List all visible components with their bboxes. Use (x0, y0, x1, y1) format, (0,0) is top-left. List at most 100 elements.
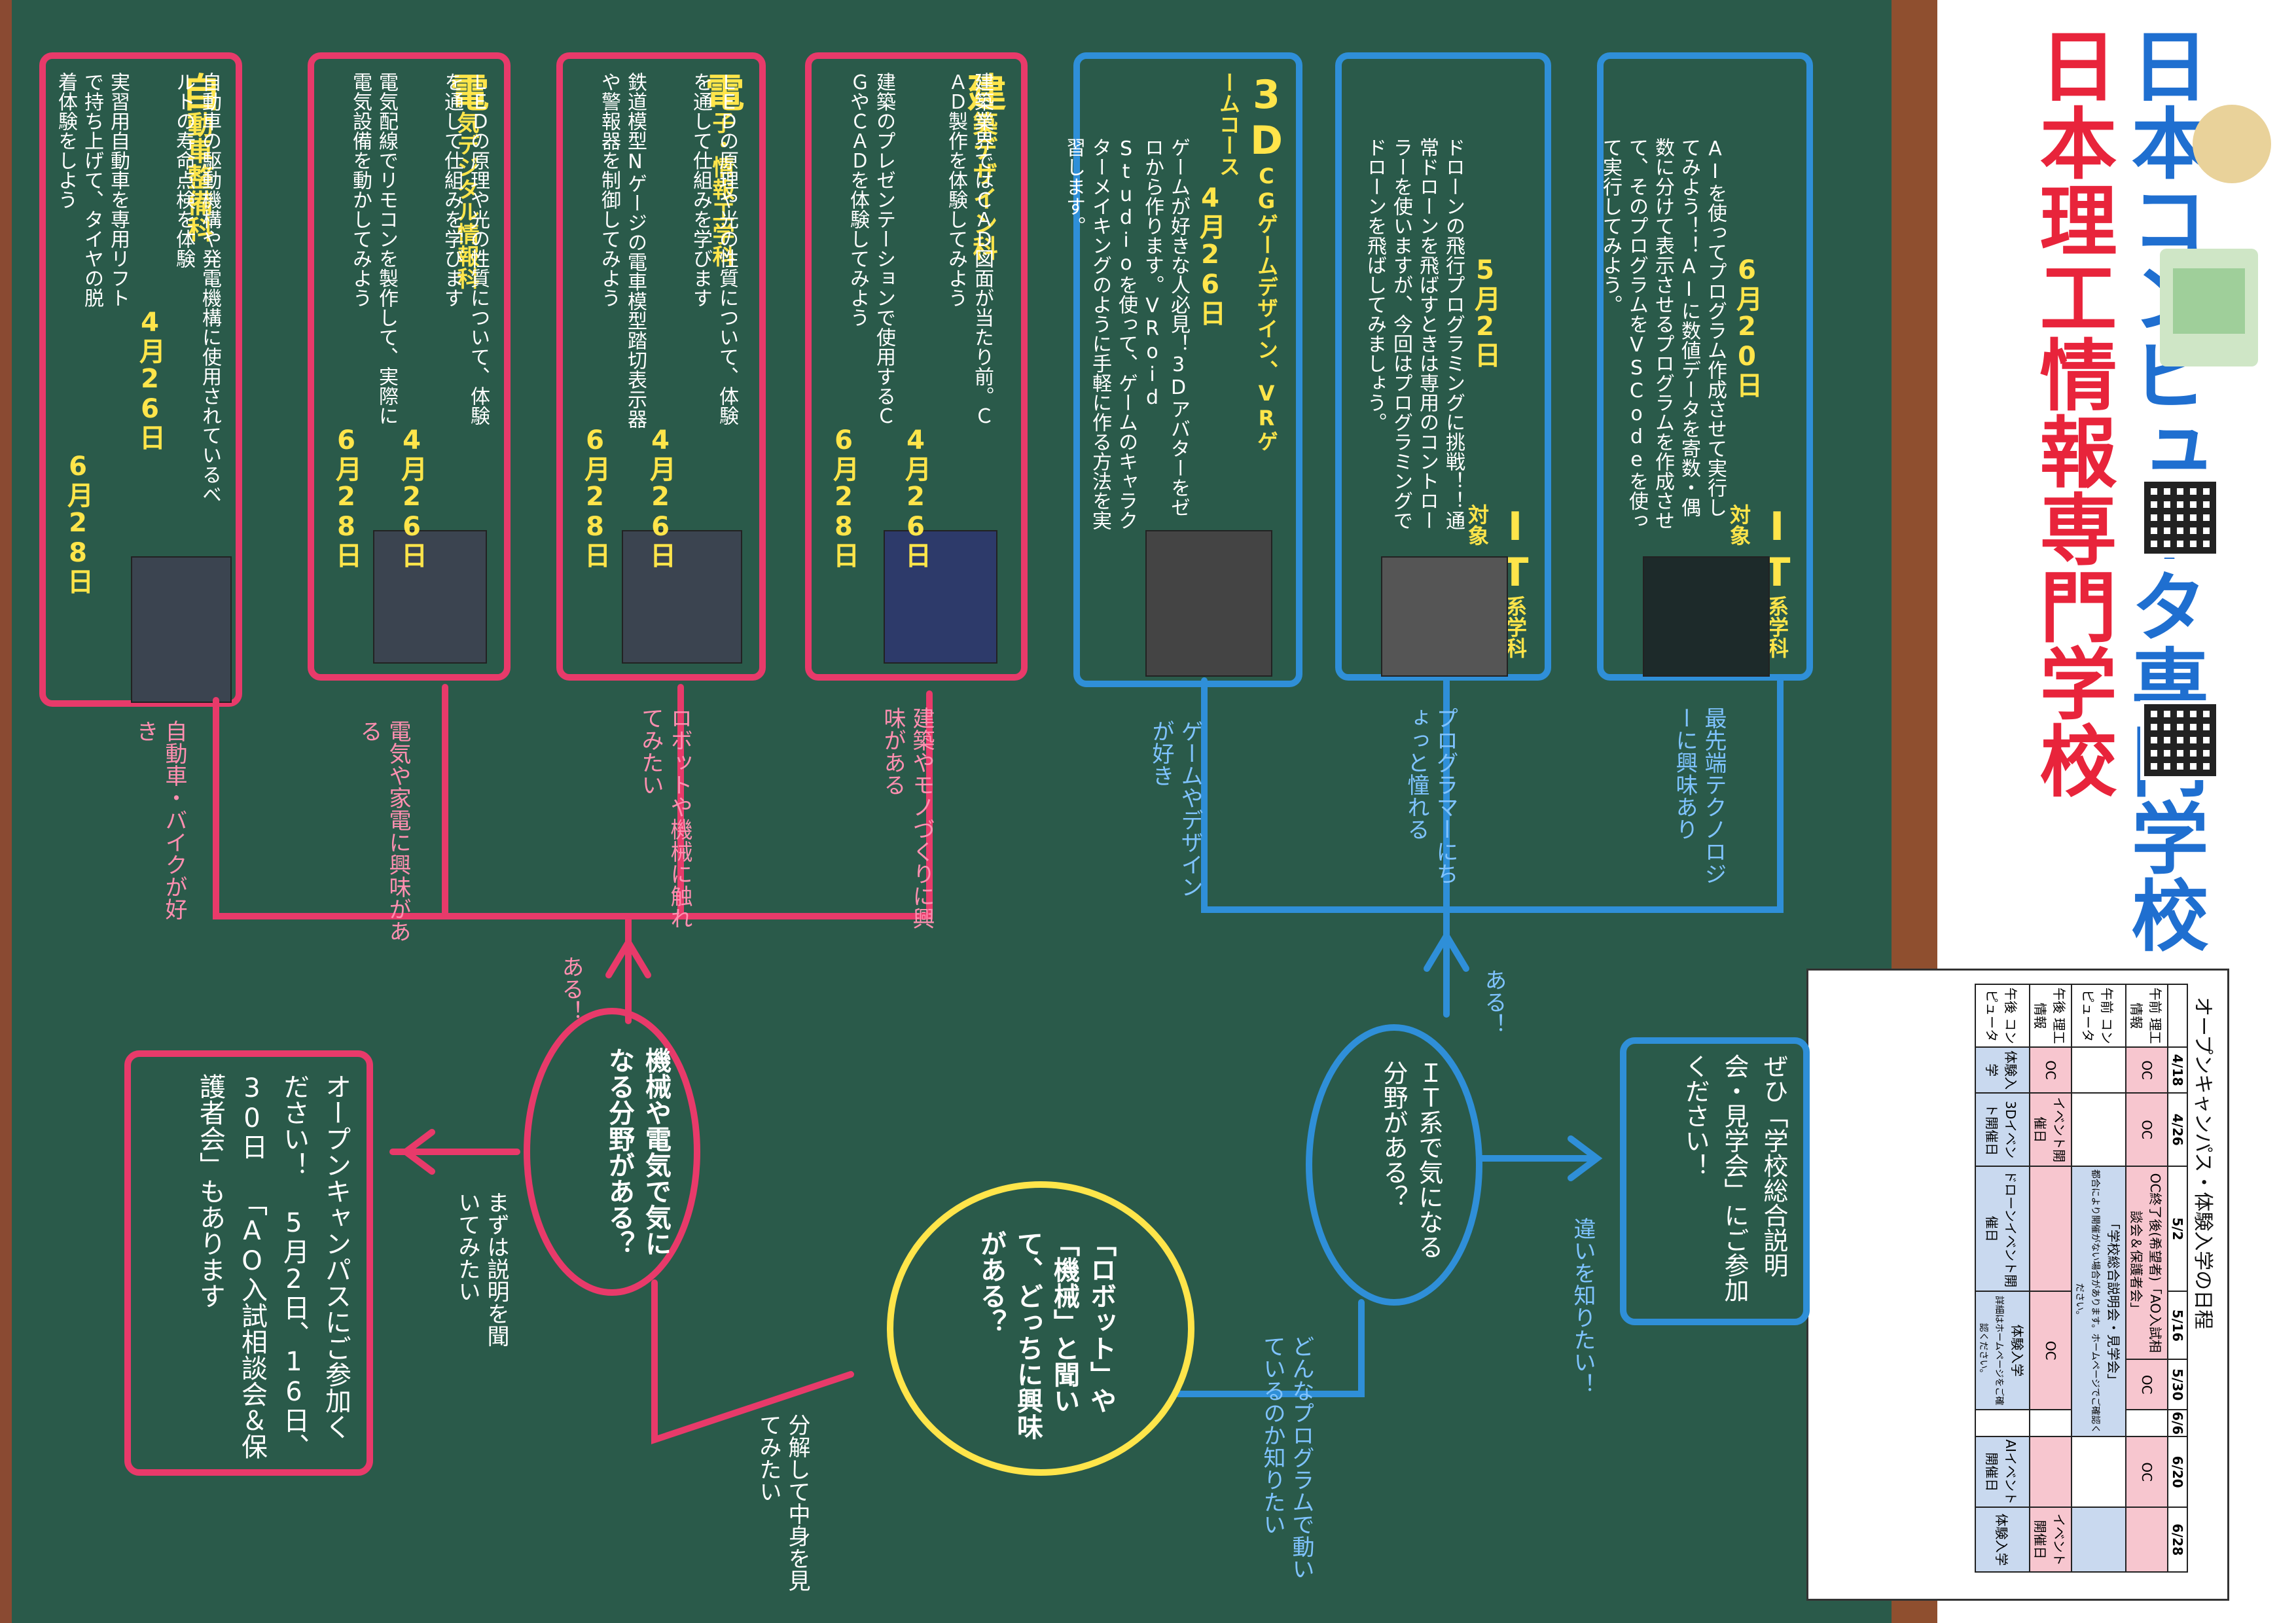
dept-initial: 建 (960, 72, 1006, 111)
it-date: 4月26日 (1195, 183, 1225, 326)
dept-card-auto[interactable]: 自動車整備科 自動車の駆動機構や発電機構に使用されているベルトの寿命点検を体験 … (39, 52, 242, 707)
sched-cell (2030, 1410, 2072, 1437)
sched-cell (2072, 1436, 2126, 1508)
sched-cell: OC (2126, 1047, 2168, 1094)
sched-row-4: 午後 コンピュータ (1975, 984, 2030, 1048)
oc-info-box: オープンキャンパスにご参加ください！ 5月2日、16日、30日 「AO入試相談会… (195, 1073, 351, 1459)
it-desc: ドローンの飛行プログラミングに挑戦！！通常ドローンを飛ばすときは専用のコントロー… (1363, 137, 1465, 530)
it-desc: AIを使ってプログラム作成させて実行してみよう！！AIに数値データを寄数・偶数に… (1599, 137, 1727, 530)
sched-cell (2126, 1507, 2168, 1572)
schedule-title: オープンキャンパス・体験入学の日程 (2191, 997, 2214, 1330)
it-question: ＩＴ系で気になる分野がある？ (1379, 1060, 1443, 1259)
bunkai-label: 分解して中身を見てみたい (755, 1414, 810, 1592)
mech-question: 機械や電気で気になる分野がある？ (604, 1047, 671, 1257)
photo-3d-avatar (1145, 530, 1272, 677)
dept-date-2: 6月28日 (580, 425, 610, 568)
sched-cell: 3Dイベント開催日 (1975, 1093, 2030, 1167)
sched-date-8: 6/28 (2168, 1507, 2187, 1572)
dept-date-1: 4月26日 (135, 308, 165, 450)
dept-card-elec-title: 電気デジタル情報科 (438, 72, 495, 289)
sched-corner (2168, 984, 2187, 1048)
dept-desc-2: 鉄道模型Nゲージの電車模型踏切表示器や警報器を制御してみよう (598, 72, 647, 429)
dept-date-2: 6月28日 (63, 452, 93, 594)
sched-cell: OC (2030, 1291, 2072, 1410)
sched-cell: イベント開催日 (2030, 1093, 2072, 1167)
sched-cell (2072, 1047, 2126, 1094)
dept-card-electronics-title: 電子・情報工学科 (693, 72, 750, 267)
dept-name: 動車整備科 (183, 111, 213, 242)
dept-desc-2: 電気配線でリモコンを製作して、実際に電気設備を動かしてみよう (349, 72, 398, 425)
building-illustration (2160, 249, 2258, 366)
flow-lines (124, 677, 1810, 1476)
it-card-3d[interactable]: 3DCGゲームデザイン、VRゲームコース 4月26日 ゲームが好きな人必見！3D… (1062, 52, 1302, 687)
schedule-table: 4/18 4/26 5/2 5/16 5/30 6/6 6/20 6/28 午前… (1975, 984, 2188, 1573)
sched-cell (2126, 1410, 2168, 1437)
mascot-illustration (2193, 105, 2271, 183)
qr-code-1 (2140, 700, 2220, 780)
sched-date-7: 6/20 (2168, 1436, 2187, 1508)
it-card-drone[interactable]: IT系学科対象 5月2日 ドローンの飛行プログラミングに挑戦！！通常ドローンを飛… (1335, 52, 1551, 681)
sched-cell: 「学校総合説明会・見学会」都合により開催がない場合があります。ホームページでご確… (2072, 1166, 2126, 1437)
interest-auto: 自動車・バイクが好き (132, 720, 187, 920)
dept-desc-1: ＬＥＤの原理や光の性質について、体験を通して仕組みを学びます (440, 72, 490, 425)
dept-card-electronics[interactable]: 電子・情報工学科 ＬＥＤの原理や光の性質について、体験を通して仕組みを学びます … (556, 52, 766, 681)
interest-robot: ロボットや機械に触れてみたい (637, 707, 692, 929)
interest-tech: 最先端テクノロジーに興味あり (1672, 707, 1727, 885)
sched-date-4: 5/16 (2168, 1291, 2187, 1360)
aru-label-2: ある！ (1480, 969, 1507, 1035)
dept-initial: 電 (443, 72, 489, 111)
sched-cell: OC終了後(希望者)「AO入試相談会＆保護者会」 (2126, 1166, 2168, 1360)
school-logo-1: 日本理工情報専門学校 (2026, 26, 2117, 798)
chalkboard (12, 0, 1892, 1623)
sched-cell: イベント開催日 (2030, 1507, 2072, 1572)
sched-cell (2072, 1093, 2126, 1167)
sched-row-3: 午後 理工情報 (2030, 984, 2072, 1048)
sched-date-1: 4/18 (2168, 1047, 2187, 1094)
it-desc: ゲームが好きな人必見！3Dアバターをゼロから作ります。VRoid Studioを… (1062, 137, 1190, 530)
sched-cell: OC (2126, 1093, 2168, 1167)
dept-desc-2: 建築のプレゼンテーションで使用するＣＧやＣＡＤを体験してみよう (846, 72, 895, 425)
sched-cell: 体験入学 (1975, 1507, 2030, 1572)
taiken-label: 体験入学 (2009, 1324, 2025, 1377)
sched-cell (2072, 1507, 2126, 1572)
photo-electric (373, 530, 487, 664)
it-date: 6月20日 (1732, 255, 1762, 398)
dept-initial: 電 (698, 72, 744, 111)
photo-tires (131, 556, 232, 703)
dept-date-1: 4月26日 (901, 425, 931, 568)
sched-cell: OC (2030, 1047, 2072, 1094)
dept-date-1: 4月26日 (645, 425, 675, 568)
sched-cell: OC (2126, 1359, 2168, 1410)
dept-name: CGゲームデザイン、VRゲームコース (1216, 72, 1279, 452)
dept-card-architecture[interactable]: 建築デザイン科 建築業界ではＣＡＤ図面が当たり前。ＣＡＤ製作を体験してみよう 4… (805, 52, 1028, 681)
dept-desc-1: 自動車の駆動機構や発電機構に使用されているベルトの寿命点検を体験 (172, 72, 221, 504)
interest-prog: プログラマーにちょっと憧れる (1403, 707, 1458, 885)
interest-game: ゲームやデザインが好き (1148, 720, 1203, 898)
center-question: 「ロボット」や「機械」と聞いて、どっちに興味がある？ (976, 1230, 1116, 1440)
aru-label-1: ある！ (558, 955, 584, 1022)
photo-vscode (1643, 556, 1770, 677)
dept-initial: 自 (175, 72, 221, 111)
interest-build: 建築やモノづくりに興味がある (880, 707, 935, 929)
sched-date-6: 6/6 (2168, 1410, 2187, 1437)
sched-row-2: 午前 コンピュータ (2072, 984, 2126, 1048)
taiken-note: 詳細はホームページをご確認ください。 (1978, 1296, 2004, 1406)
dept-date-2: 6月28日 (331, 425, 361, 568)
dept-name: 子・情報工学科 (708, 111, 734, 267)
dept-name: 気デジタル情報科 (453, 111, 479, 289)
school-fair-note: 都合により開催がない場合があります。ホームページでご確認ください。 (2074, 1169, 2100, 1434)
it-card-ai[interactable]: IT系学科対象 6月20日 AIを使ってプログラム作成させて実行してみよう！！A… (1597, 52, 1813, 681)
sched-cell: ドローンイベント開催日 (1975, 1166, 2030, 1292)
sched-cell (2030, 1436, 2072, 1508)
schedule-panel: オープンキャンパス・体験入学の日程 4/18 4/26 5/2 5/16 5/3… (1806, 969, 2229, 1601)
photo-drone (1381, 556, 1508, 677)
dept-desc-1: ＬＥＤの原理や光の性質について、体験を通して仕組みを学びます (689, 72, 738, 425)
dept-card-auto-title: 自動車整備科 (170, 72, 226, 242)
it-date: 5月2日 (1470, 255, 1500, 368)
dept-card-elec-digital[interactable]: 電気デジタル情報科 ＬＥＤの原理や光の性質について、体験を通して仕組みを学びます… (308, 52, 511, 681)
sched-cell (1975, 1410, 2030, 1437)
dept-card-arch-title: 建築デザイン科 (955, 72, 1012, 260)
dept-date-1: 4月26日 (397, 425, 427, 568)
qr-code-2 (2140, 478, 2220, 558)
dept-date-2: 6月28日 (829, 425, 859, 568)
